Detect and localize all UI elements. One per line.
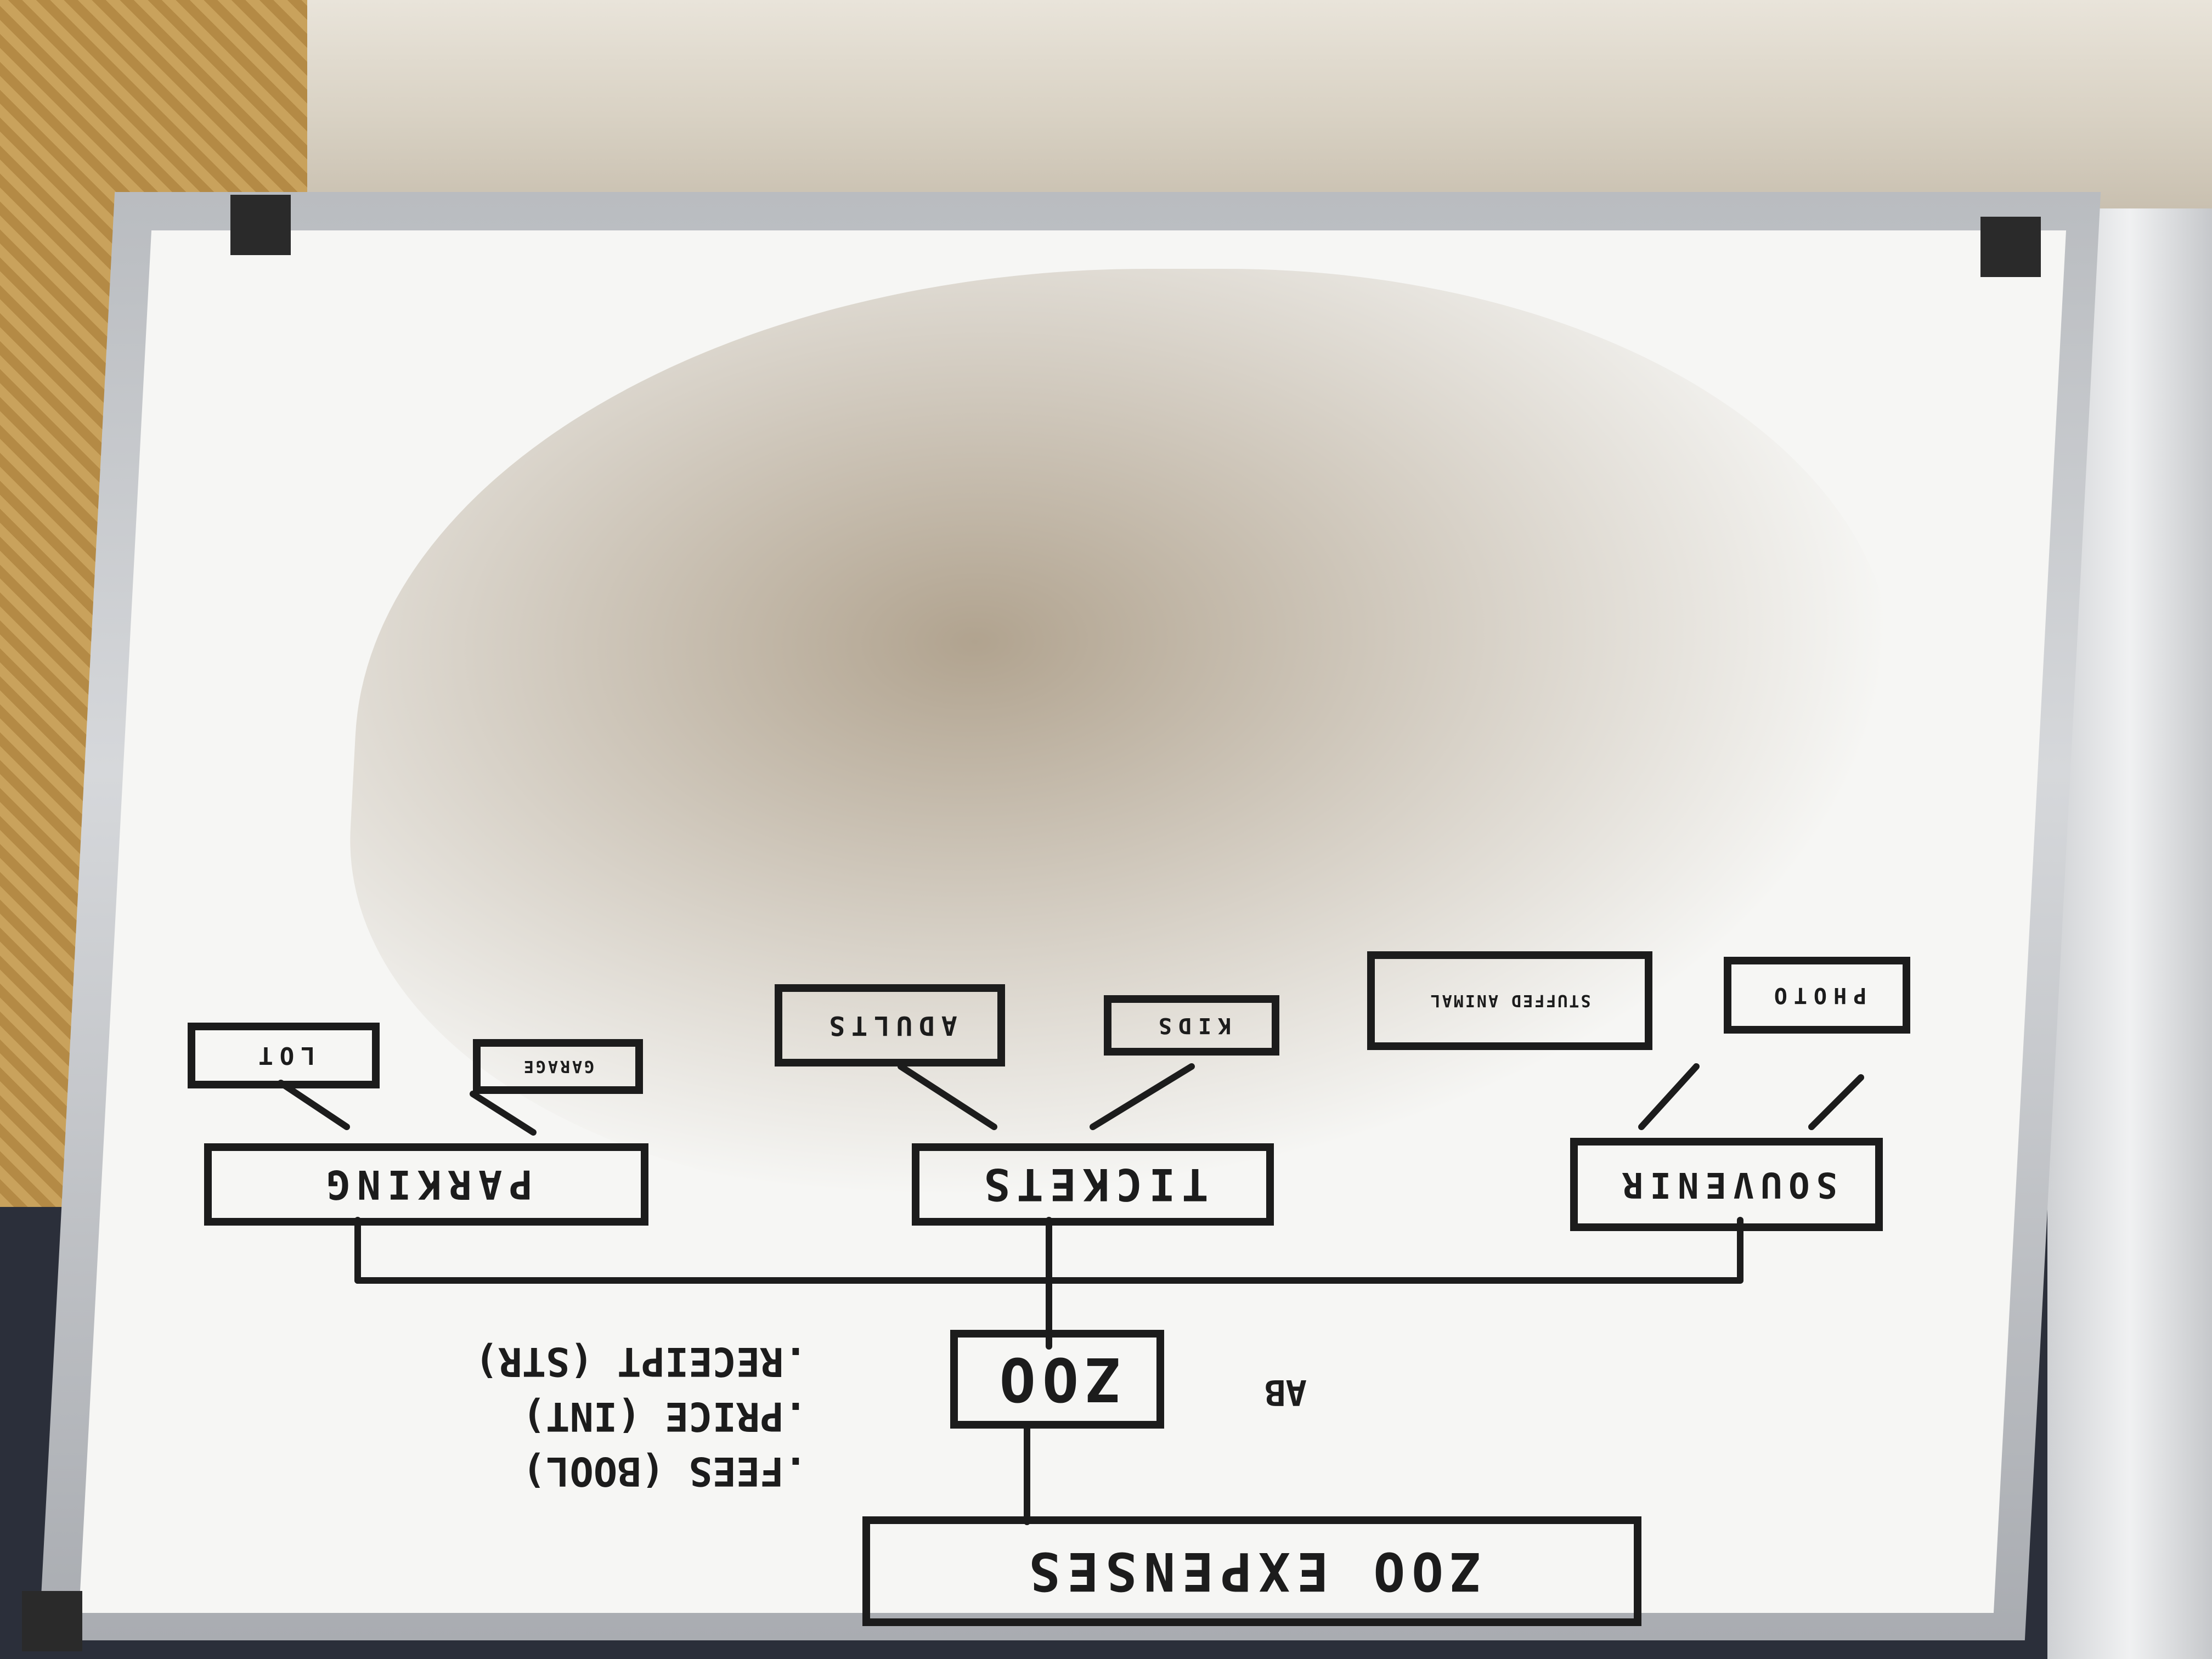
ceiling-trim <box>230 0 2212 208</box>
node-kids: KIDS <box>1104 995 1279 1056</box>
attribute-price: .PRICE (INT) <box>522 1393 808 1440</box>
node-stuffed-animal: STUFFED ANIMAL <box>1367 951 1652 1050</box>
frame-corner <box>22 1591 82 1651</box>
attribute-receipt: .RECEIPT (STR) <box>475 1339 808 1385</box>
node-zoo: ZOO <box>950 1330 1164 1429</box>
node-tickets: TICKETS <box>912 1143 1274 1226</box>
frame-corner <box>1980 217 2041 277</box>
node-parking: PARKING <box>204 1143 648 1226</box>
node-garage: GARAGE <box>473 1039 643 1094</box>
node-photo: PHOTO <box>1724 957 1910 1034</box>
attribute-fees: .FEES (BOOL) <box>522 1448 808 1494</box>
node-souvenir: SOUVENIR <box>1570 1138 1883 1231</box>
node-root: ZOO EXPENSES <box>862 1516 1641 1626</box>
node-lot: LOT <box>188 1023 380 1088</box>
zoo-mark: AB <box>1264 1372 1307 1412</box>
node-adults: ADULTS <box>775 984 1005 1066</box>
frame-corner <box>230 195 291 255</box>
